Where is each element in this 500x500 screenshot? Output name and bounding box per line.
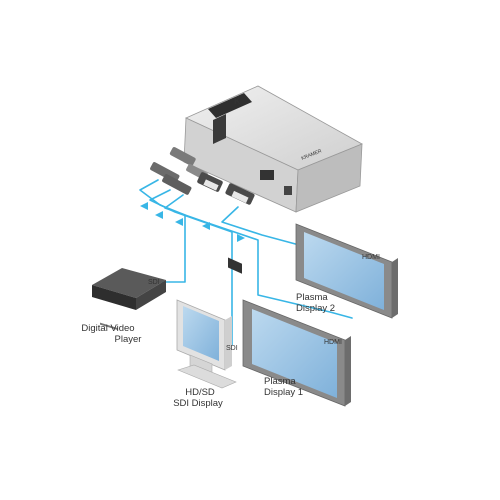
label-player-line1: Digital Video	[81, 323, 134, 334]
bnc-connector-icon	[150, 147, 208, 195]
label-sdi-display-line2: SDI Display	[173, 398, 223, 409]
plasma-display-icon	[242, 299, 351, 407]
power-port	[284, 186, 292, 195]
label-player-line2: Player	[115, 334, 142, 345]
hdmi-port-1	[228, 257, 242, 274]
converter-device-icon: K KRAMER	[183, 85, 363, 274]
arrow-1	[140, 202, 148, 210]
video-player-icon	[92, 268, 166, 331]
label-sdi-display-line1: HD/SD	[185, 387, 215, 398]
arrow-5	[237, 234, 245, 242]
plasma-display-icon	[295, 223, 398, 319]
label-sdi-player: SDI	[148, 279, 160, 286]
arrow-2	[155, 211, 163, 219]
label-plasma2-line1: Plasma	[296, 292, 328, 303]
hdmi-port-2	[260, 170, 274, 180]
hdmi-connector-icon	[197, 172, 255, 205]
label-sdi-display: SDI	[226, 345, 238, 352]
label-hdmi-display-1: HDMI	[324, 339, 342, 346]
arrow-4	[202, 222, 210, 230]
brand-mark: K	[234, 96, 241, 106]
label-plasma1-line1: Plasma	[264, 376, 296, 387]
label-hdmi-display-2: HDMI	[362, 254, 380, 261]
label-plasma1-line2: Display 1	[264, 387, 303, 398]
monitor-icon	[176, 299, 237, 389]
label-plasma2-line2: Display 2	[296, 303, 335, 314]
cable-sdi-player	[139, 179, 186, 283]
cable-hdmi-plasma1	[164, 194, 353, 319]
arrow-3	[175, 218, 183, 226]
